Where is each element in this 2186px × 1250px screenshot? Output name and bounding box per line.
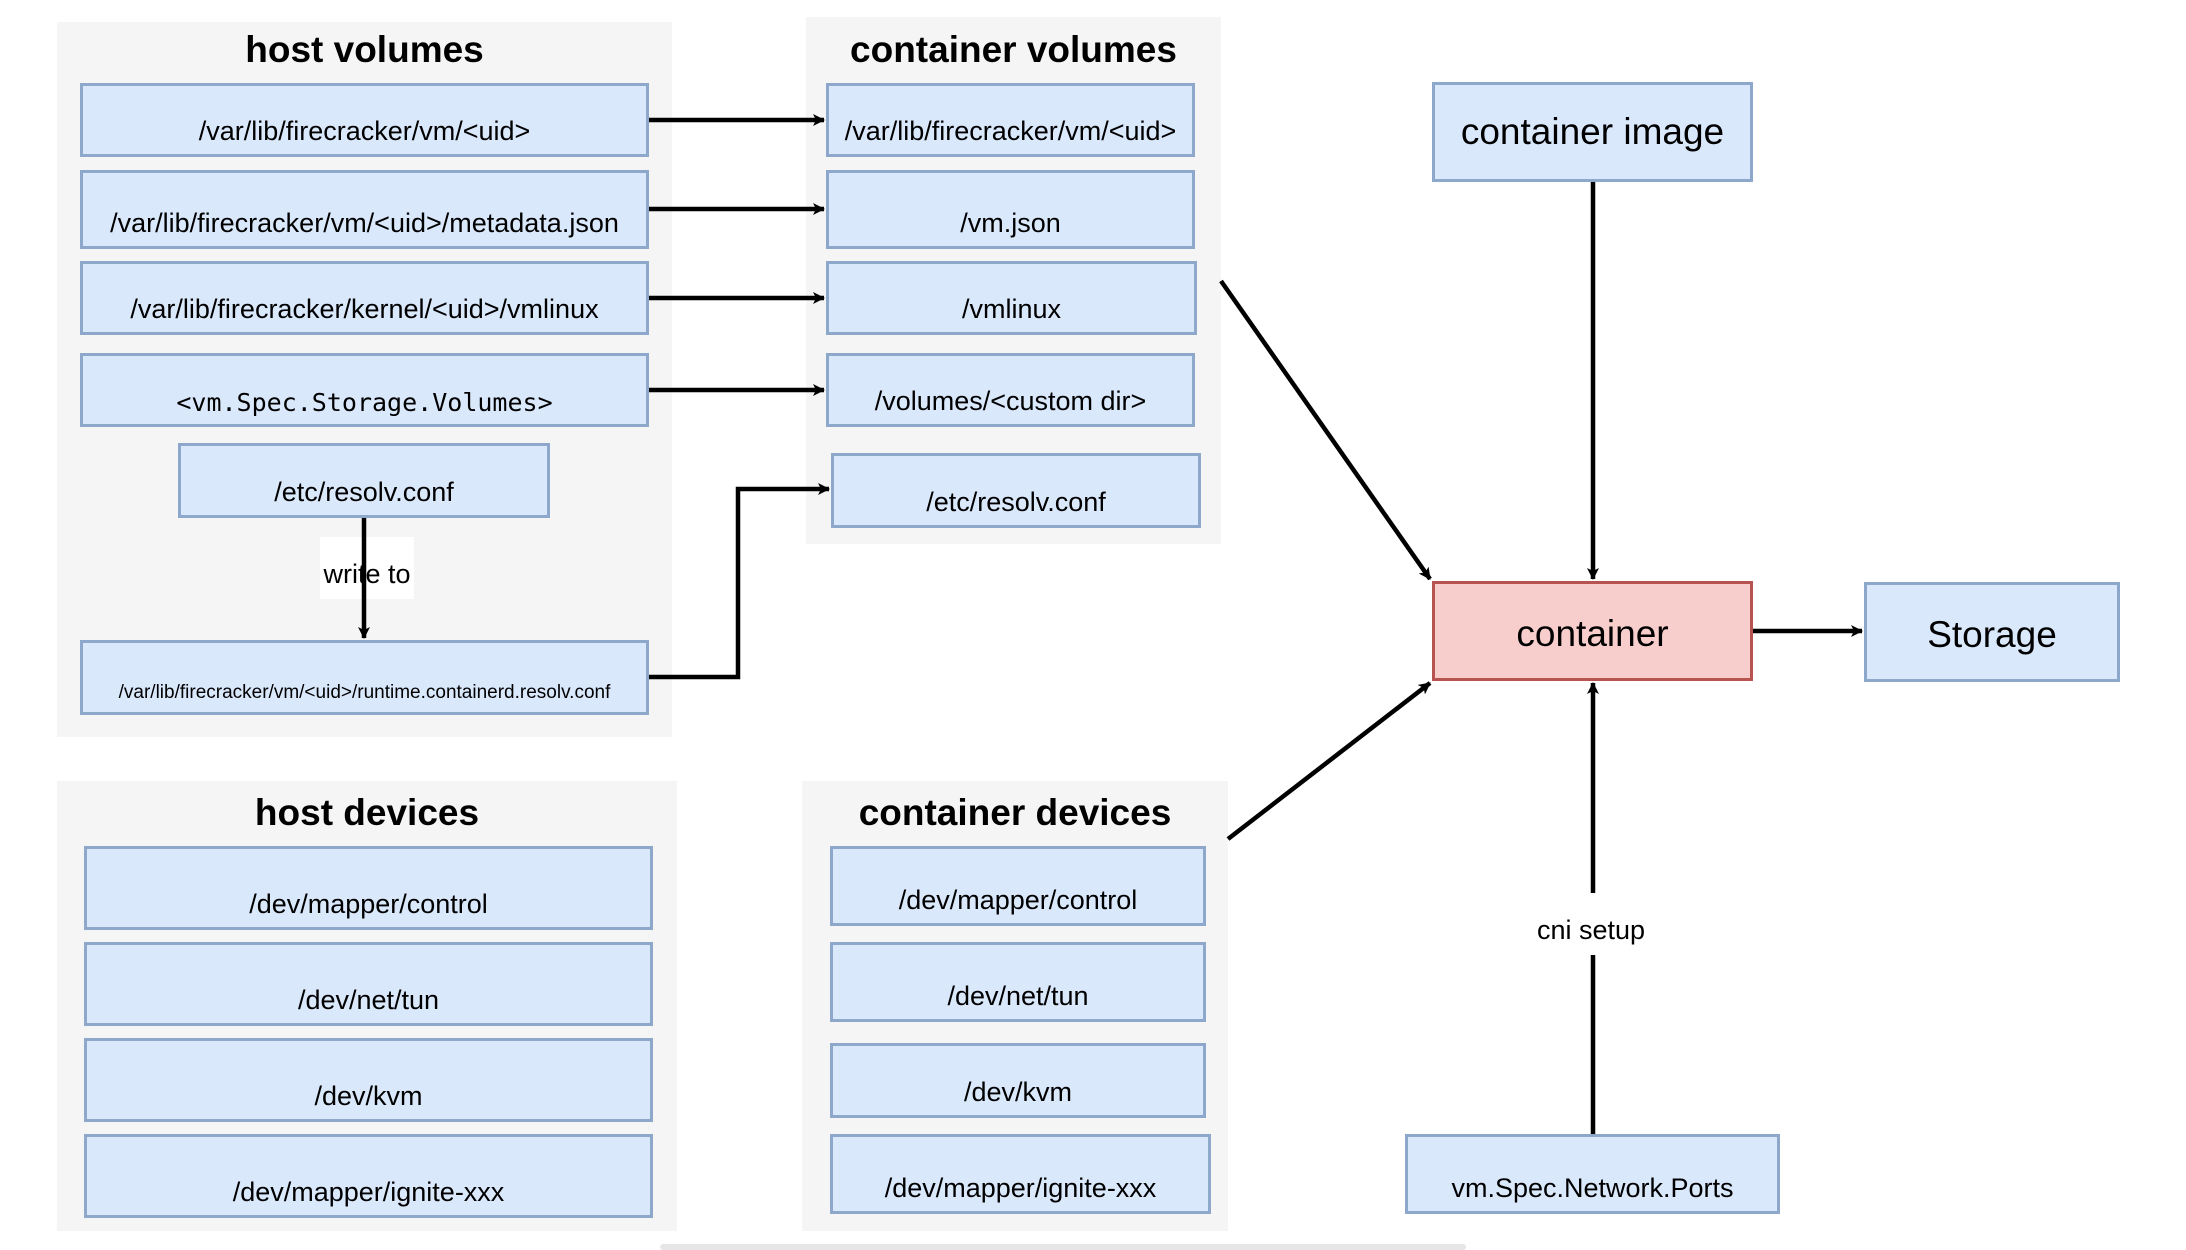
container-volume-vmlinux[interactable]: /vmlinux [826, 261, 1197, 335]
edge-devices-to-container [1226, 681, 1432, 841]
host-volumes-title: host volumes [245, 29, 484, 70]
container-device-mapper-ignite[interactable]: /dev/mapper/ignite-xxx [830, 1134, 1211, 1214]
container-device-kvm[interactable]: /dev/kvm [830, 1043, 1206, 1118]
container-device-mapper-control[interactable]: /dev/mapper/control [830, 846, 1206, 926]
container-volume-vm-json[interactable]: /vm.json [826, 170, 1195, 249]
container-devices-title: container devices [858, 792, 1172, 833]
host-device-net-tun[interactable]: /dev/net/tun [84, 942, 653, 1026]
container-volume-vm-dir[interactable]: /var/lib/firecracker/vm/<uid> [826, 83, 1195, 157]
bottom-scrollbar[interactable] [660, 1244, 1466, 1250]
network-ports-node[interactable]: vm.Spec.Network.Ports [1405, 1134, 1780, 1214]
host-device-kvm[interactable]: /dev/kvm [84, 1038, 653, 1122]
host-device-mapper-control[interactable]: /dev/mapper/control [84, 846, 653, 930]
edge-runtime-resolv [649, 483, 830, 680]
write-to-label: write to [320, 537, 414, 599]
container-image-node[interactable]: container image [1432, 82, 1753, 182]
host-volume-etc-resolv-conf[interactable]: /etc/resolv.conf [178, 443, 550, 518]
storage-node[interactable]: Storage [1864, 582, 2120, 682]
cni-setup-label: cni setup [1520, 907, 1662, 957]
host-volume-metadata-json[interactable]: /var/lib/firecracker/vm/<uid>/metadata.j… [80, 170, 649, 249]
edge-volumes-to-container [1219, 279, 1432, 581]
host-volume-vm-dir[interactable]: /var/lib/firecracker/vm/<uid> [80, 83, 649, 157]
container-volumes-title: container volumes [850, 29, 1177, 70]
host-device-mapper-ignite[interactable]: /dev/mapper/ignite-xxx [84, 1134, 653, 1218]
container-volume-custom-dir[interactable]: /volumes/<custom dir> [826, 353, 1195, 427]
container-device-net-tun[interactable]: /dev/net/tun [830, 942, 1206, 1022]
container-node[interactable]: container [1432, 581, 1753, 681]
host-volume-runtime-resolv-conf[interactable]: /var/lib/firecracker/vm/<uid>/runtime.co… [80, 640, 649, 715]
host-volume-kernel-vmlinux[interactable]: /var/lib/firecracker/kernel/<uid>/vmlinu… [80, 261, 649, 335]
host-devices-title: host devices [254, 792, 480, 833]
host-volume-spec-storage-volumes[interactable]: <vm.Spec.Storage.Volumes> [80, 353, 649, 427]
container-volume-etc-resolv-conf[interactable]: /etc/resolv.conf [831, 453, 1201, 528]
